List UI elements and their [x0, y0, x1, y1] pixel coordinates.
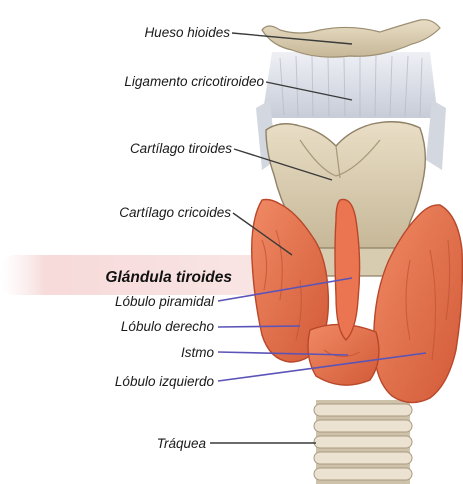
pyramidal-lobe-label: Lóbulo piramidal	[115, 294, 215, 309]
cricoid-label: Cartílago cricoides	[119, 205, 231, 220]
hyoid-label: Hueso hioides	[144, 25, 230, 40]
thyroid-gland-title: Glándula tiroides	[105, 269, 232, 286]
left-lobe-label: Lóbulo izquierdo	[115, 374, 215, 389]
ligament-label: Ligamento cricotiroideo	[124, 74, 264, 89]
thyroid-cartilage-label: Cartílago tiroides	[130, 141, 232, 156]
trachea-label: Tráquea	[157, 436, 207, 451]
isthmus-label: Istmo	[181, 345, 214, 360]
pyramidal-lobe-shape	[335, 199, 360, 340]
right-lobe-leader-line	[218, 326, 300, 327]
right-lobe-label: Lóbulo derecho	[121, 319, 215, 334]
trachea-illustration	[314, 400, 412, 484]
